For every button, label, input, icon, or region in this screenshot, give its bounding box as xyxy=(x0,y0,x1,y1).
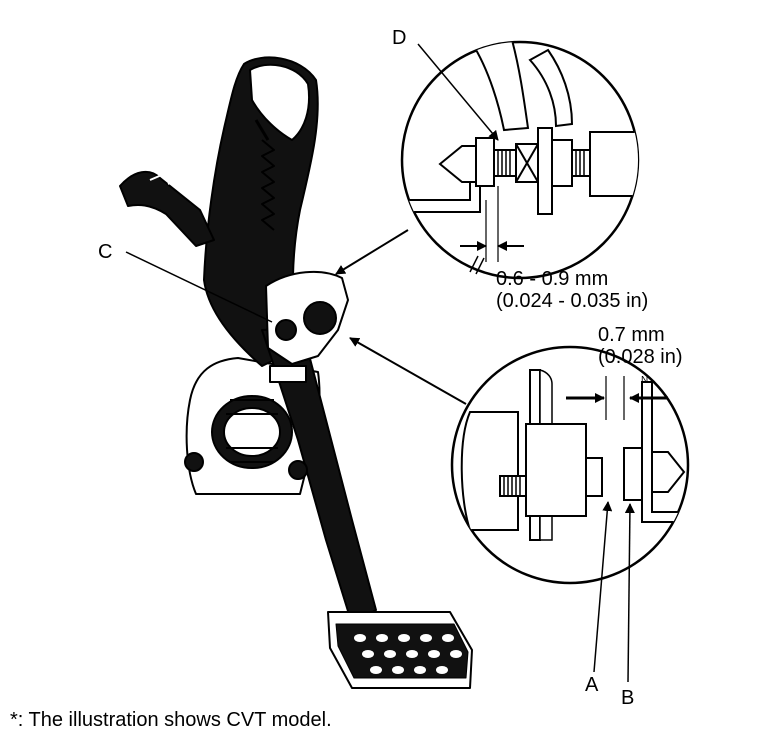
part-mark: N xyxy=(641,375,649,386)
spec-lower-imperial: (0.028 in) xyxy=(598,346,683,368)
detail-view-upper xyxy=(400,40,640,280)
spec-lower-metric: 0.7 mm xyxy=(598,324,665,346)
pedal-assembly xyxy=(119,56,473,689)
footnote: *: The illustration shows CVT model. xyxy=(10,709,332,731)
callout-c: C xyxy=(98,241,113,263)
spec-upper-metric: 0.6 - 0.9 mm xyxy=(496,268,609,290)
leader-lines xyxy=(125,43,635,683)
callout-d: D xyxy=(392,27,407,49)
spec-upper-imperial: (0.024 - 0.035 in) xyxy=(496,290,649,312)
callout-b: B xyxy=(621,687,635,709)
detail-view-lower xyxy=(450,345,690,585)
callout-a: A xyxy=(585,674,599,696)
